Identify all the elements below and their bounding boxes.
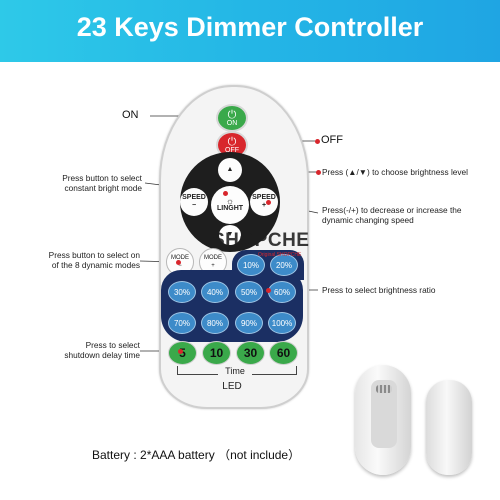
banner-title: 23 Keys Dimmer Controller [76, 12, 424, 42]
up-triangle-icon: ▲ [226, 166, 234, 173]
header-banner: 23 Keys Dimmer Controller [0, 0, 500, 62]
battery-cover [426, 380, 472, 475]
mode-minus-label: MODE [171, 255, 189, 261]
speed-minus-button[interactable]: SPEED − [180, 188, 208, 216]
percent-button-100[interactable]: 100% [268, 312, 296, 334]
callout-dot [266, 200, 271, 205]
percent-button-90[interactable]: 90% [235, 312, 263, 334]
percent-button-30[interactable]: 30% [168, 281, 196, 303]
callout-dot [176, 260, 181, 265]
mode-minus-sign: − [178, 263, 182, 269]
mode-plus-sign: + [211, 263, 215, 269]
power-icon: ⏻ [227, 135, 237, 148]
sun-icon: ☼ [225, 196, 235, 206]
percent-button-20[interactable]: 20% [270, 254, 298, 276]
percent-button-10[interactable]: 10% [237, 254, 265, 276]
battery-note: Battery : 2*AAA battery （not include） [92, 448, 301, 462]
light-button-label: LINGHT [216, 205, 244, 212]
callout-brightness-level: Press (▲/▼) to choose brightness level [322, 167, 469, 177]
callout-shutdown-delay: Press to select shutdown delay time [64, 340, 140, 360]
callout-on: ON [122, 109, 139, 121]
time-button-10[interactable]: 10 [202, 341, 231, 365]
percent-button-50[interactable]: 50% [235, 281, 263, 303]
callout-dot [316, 170, 321, 175]
on-button-label: ON [226, 119, 238, 127]
callout-dot [178, 349, 183, 354]
callout-off: OFF [321, 134, 343, 146]
callout-dot [266, 288, 271, 293]
callout-speed: Press(-/+) to decrease or increase the d… [322, 205, 462, 225]
led-label: LED [222, 381, 242, 392]
battery-spring [376, 385, 392, 393]
time-button-30[interactable]: 30 [236, 341, 265, 365]
callout-brightness-ratio: Press to select brightness ratio [322, 285, 436, 295]
down-triangle-icon: ▼ [226, 231, 234, 238]
speed-plus-sign: + [261, 202, 267, 209]
time-button-60[interactable]: 60 [269, 341, 298, 365]
callout-constant-bright: Press button to select constant bright m… [62, 173, 142, 193]
speed-plus-label: SPEED [252, 194, 276, 201]
on-button[interactable]: ⏻ ON [216, 104, 248, 132]
callout-dot [315, 139, 320, 144]
speed-plus-button[interactable]: SPEED + [250, 188, 278, 216]
percent-button-60[interactable]: 60% [268, 281, 296, 303]
callout-dot [223, 191, 228, 196]
power-icon: ⏻ [227, 108, 237, 121]
brightness-up-button[interactable]: ▲ [218, 158, 242, 182]
watermark-brand: SHOPCHE [212, 230, 310, 251]
percent-button-70[interactable]: 70% [168, 312, 196, 334]
time-label: Time [218, 366, 252, 376]
watermark-sub: Original SHOPCHE [258, 252, 302, 258]
percent-button-40[interactable]: 40% [201, 281, 229, 303]
speed-minus-sign: − [191, 202, 197, 209]
light-button[interactable]: ☼ LINGHT [211, 186, 249, 224]
speed-minus-label: SPEED [182, 194, 206, 201]
off-button-label: OFF [225, 146, 239, 154]
percent-button-80[interactable]: 80% [201, 312, 229, 334]
brightness-down-button[interactable]: ▼ [219, 225, 241, 245]
callout-dynamic-modes: Press button to select on of the 8 dynam… [48, 250, 140, 270]
mode-plus-label: MODE [204, 255, 222, 261]
